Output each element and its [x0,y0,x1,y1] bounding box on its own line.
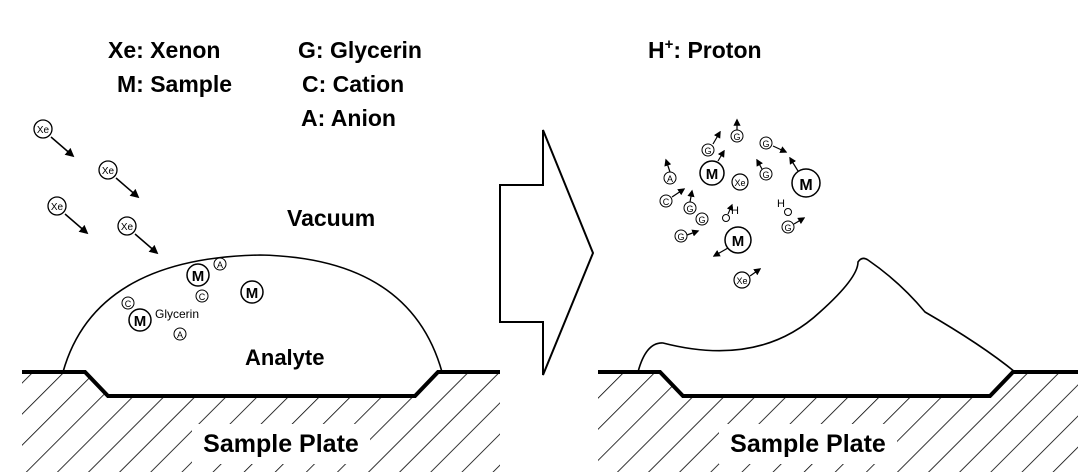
svg-text:Xe: Xe [37,125,50,136]
sample-plate-label: Sample Plate [730,430,886,458]
svg-text:C: C [199,292,206,302]
svg-text:G: G [733,132,740,142]
desorbed-plume: G G G A M [660,120,820,288]
legend-glycerin: G: Glycerin [298,37,422,63]
anion-particle: A [664,160,676,184]
anion-particle: A [214,258,226,270]
svg-text:G: G [677,232,684,242]
left-panel: Xe: Xenon M: Sample G: Glycerin C: Catio… [22,37,500,472]
svg-text:G: G [762,170,769,180]
m-molecule: M [129,309,151,331]
cation-particle: C [122,297,134,309]
cation-particle: C [660,189,684,207]
g-particle: G [731,120,743,142]
ablated-droplet [638,258,1015,372]
proton-particle: H [723,205,740,222]
svg-text:H: H [777,198,785,210]
right-panel: H+: Proton G G G A [598,36,1078,472]
legend-proton: H+: Proton [648,36,762,63]
svg-text:M: M [134,313,147,330]
transition-arrow [500,130,593,375]
svg-text:G: G [762,139,769,149]
svg-text:Xe: Xe [734,178,745,188]
legend-xenon: Xe: Xenon [108,37,220,63]
xe-particle: Xe [99,161,138,197]
analyte-label: Analyte [245,345,324,370]
svg-text:M: M [732,233,745,250]
svg-text:H: H [731,205,739,217]
xe-particle: Xe [734,269,760,288]
glycerin-label: Glycerin [155,307,199,321]
xe-particle: Xe [118,217,157,253]
svg-text:M: M [706,166,719,183]
svg-text:Xe: Xe [51,202,64,213]
svg-text:A: A [217,260,223,270]
legend-cation: C: Cation [302,71,404,97]
svg-text:C: C [125,299,132,309]
xe-particle: Xe [34,120,73,156]
m-molecule: M [187,264,209,286]
m-molecule: M [714,227,751,256]
g-particle: G [757,160,772,180]
svg-text:G: G [784,223,791,233]
sample-plate-left: Sample Plate [22,372,500,472]
cation-particle: C [196,290,208,302]
legend-sample: M: Sample [117,71,232,97]
g-particle: G [702,132,720,156]
g-particle: G [696,213,708,225]
svg-text:Xe: Xe [736,276,747,286]
proton-particle: H [777,198,792,216]
svg-text:A: A [177,330,183,340]
svg-text:G: G [698,215,705,225]
svg-text:M: M [192,268,205,285]
sample-plate-label: Sample Plate [203,430,359,458]
svg-text:Xe: Xe [102,166,115,177]
m-molecule: M [790,158,820,197]
m-molecule: M [241,281,263,303]
g-particle: G [684,191,696,214]
svg-text:G: G [704,146,711,156]
svg-text:A: A [667,174,673,184]
svg-text:G: G [686,204,693,214]
droplet-molecules: M A C M C M Glycerin [122,258,263,340]
svg-text:M: M [799,177,812,194]
xe-particle: Xe [48,197,87,233]
xe-particle: Xe [732,174,748,190]
m-molecule: M [700,151,724,185]
g-particle: G [675,230,698,242]
svg-text:C: C [663,197,670,207]
g-particle: G [760,137,786,152]
vacuum-label: Vacuum [287,205,375,231]
legend-anion: A: Anion [301,105,396,131]
xenon-beam: Xe Xe Xe Xe [34,120,157,253]
sample-plate-right: Sample Plate [598,372,1078,472]
anion-particle: A [174,328,186,340]
g-particle: G [782,218,804,233]
svg-text:Xe: Xe [121,222,134,233]
svg-text:M: M [246,285,259,302]
